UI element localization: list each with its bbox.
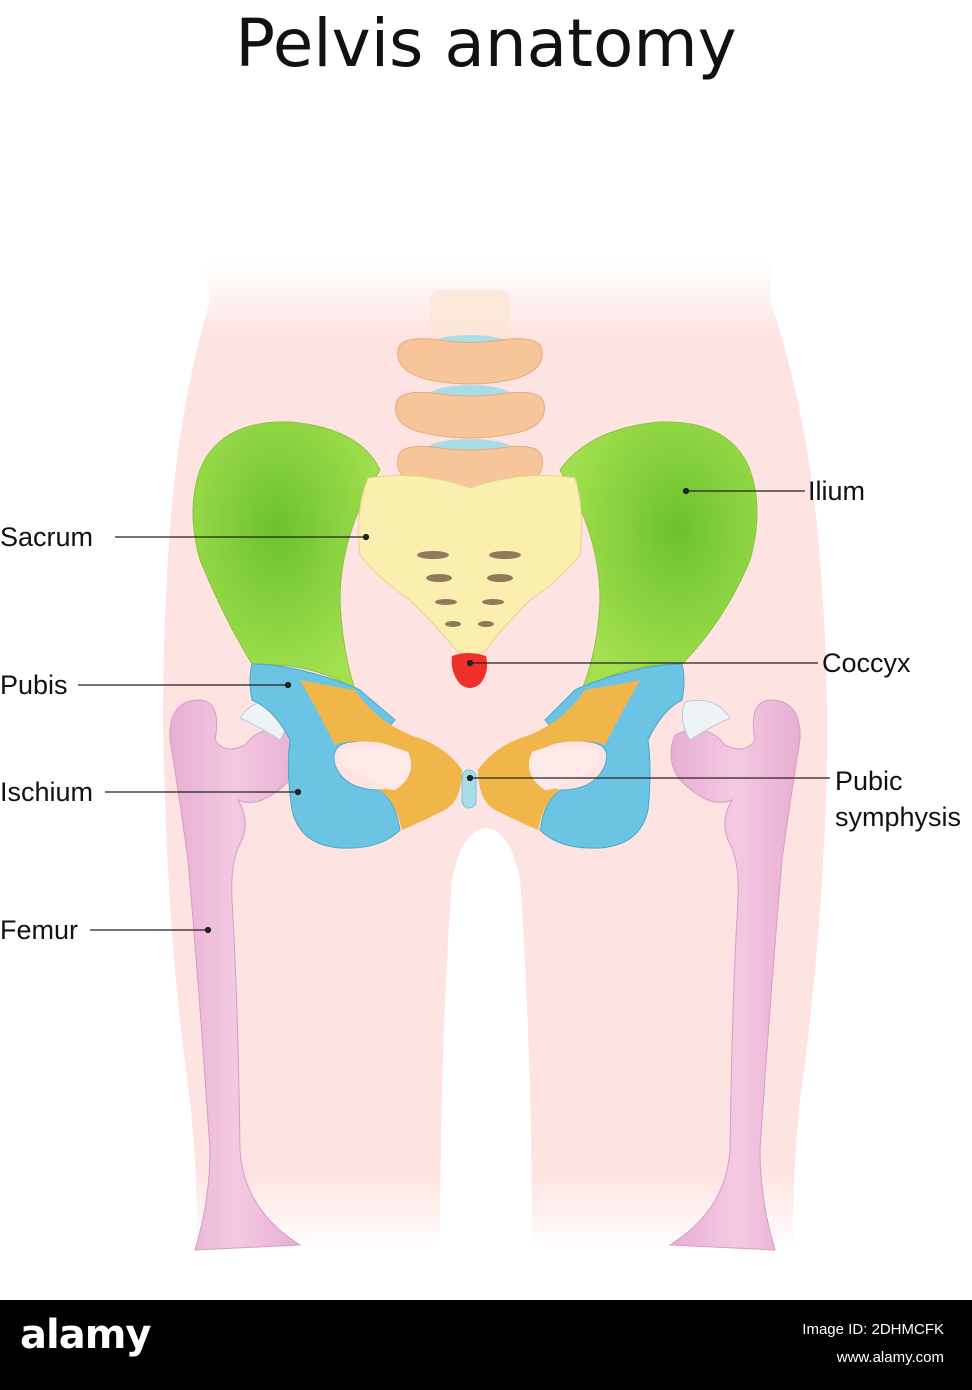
pubic-ramus-left xyxy=(300,680,462,830)
femur-left xyxy=(169,699,302,1251)
page-title: Pelvis anatomy xyxy=(235,5,737,82)
sacral-foramina xyxy=(417,551,521,627)
coccyx xyxy=(451,653,488,688)
label-coccyx: Coccyx xyxy=(822,648,911,678)
label-pubis: Pubis xyxy=(0,670,68,700)
femur-right xyxy=(668,699,801,1251)
image-id: Image ID: 2DHMCFK www.alamy.com xyxy=(802,1316,944,1372)
ilium-right xyxy=(559,421,758,692)
label-pubic-symphysis-2: symphysis xyxy=(835,802,961,832)
site-url: www.alamy.com xyxy=(836,1349,944,1366)
label-ilium: Ilium xyxy=(808,476,865,506)
label-ischium: Ischium xyxy=(0,777,93,807)
ilium-left xyxy=(192,421,381,692)
pelvis-diagram: Ilium Sacrum Coccyx Pubis Pubic symphysi… xyxy=(0,260,961,1251)
acetabulum-right xyxy=(681,699,731,741)
pubic-ramus-right xyxy=(478,680,640,830)
label-sacrum: Sacrum xyxy=(0,522,93,552)
image-id-text: Image ID: 2DHMCFK xyxy=(802,1321,944,1338)
label-pubic-symphysis-1: Pubic xyxy=(835,766,903,796)
alamy-logo: alamy xyxy=(20,1312,151,1358)
sacrum xyxy=(358,475,583,656)
obturator-foramen-left xyxy=(338,745,412,790)
leader-lines xyxy=(78,487,830,934)
obturator-foramen-right xyxy=(528,745,602,790)
label-femur: Femur xyxy=(0,915,78,945)
footer-bar: alamy Image ID: 2DHMCFK www.alamy.com xyxy=(0,1300,972,1390)
